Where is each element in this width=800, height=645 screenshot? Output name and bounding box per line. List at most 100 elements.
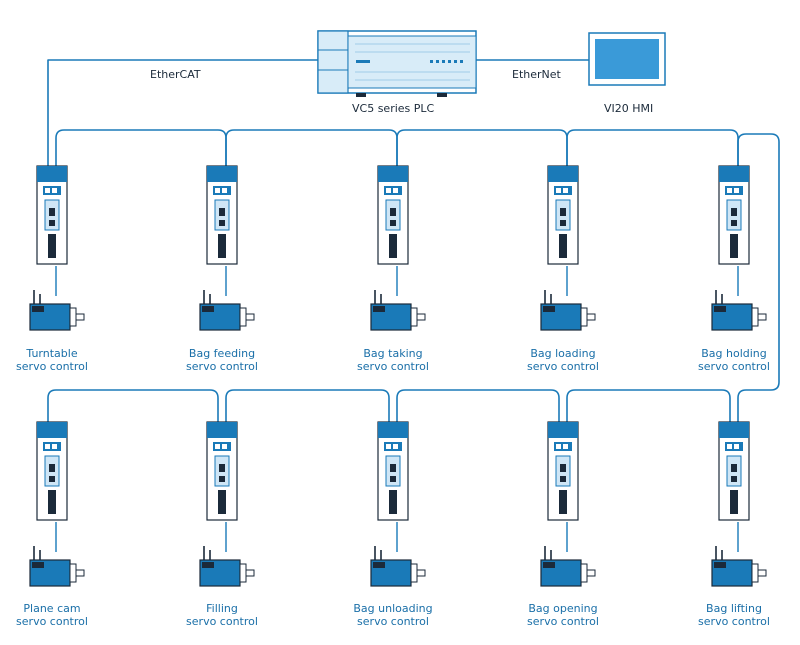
motor-shaft <box>245 569 255 577</box>
drive-port <box>560 476 566 482</box>
motor-connector <box>202 306 214 312</box>
servo-drive <box>36 165 68 265</box>
drive-port <box>390 464 396 472</box>
chain-7-8 <box>225 389 390 422</box>
servo-drive <box>36 421 68 521</box>
drive-display-digit <box>727 188 732 193</box>
servo-caption-line2: servo control <box>16 615 88 628</box>
motor-connector <box>543 306 555 312</box>
servo-drive <box>547 165 579 265</box>
chain-4-5 <box>566 129 739 166</box>
servo-caption-line1: Bag feeding <box>188 347 256 360</box>
servo-drive <box>206 421 238 521</box>
drive-display-digit <box>215 444 220 449</box>
motor-flange <box>580 307 588 327</box>
servo-drive <box>718 165 750 265</box>
servo-motor <box>540 266 596 331</box>
chain-8-9 <box>396 389 560 422</box>
drive-power-terminal <box>48 490 56 514</box>
servo-caption-line2: servo control <box>698 360 770 373</box>
motor-connector <box>32 562 44 568</box>
drive-port <box>390 208 396 216</box>
motor-shaft <box>75 569 85 577</box>
chain-2-3 <box>225 129 398 166</box>
motor-shaft <box>586 569 596 577</box>
drive-power-terminal <box>389 490 397 514</box>
servo-caption-line1: Turntable <box>26 347 78 360</box>
ethercat-uplink <box>47 59 318 166</box>
servo-drives <box>36 165 750 521</box>
drive-port <box>560 208 566 216</box>
drive-port <box>49 464 55 472</box>
motor-shaft <box>416 313 426 321</box>
drive-display-digit <box>52 444 57 449</box>
drive-display-digit <box>563 444 568 449</box>
servo-motor <box>199 266 255 331</box>
drive-power-terminal <box>218 234 226 258</box>
drive-display-digit <box>45 444 50 449</box>
servo-drive <box>718 421 750 521</box>
drive-display-digit <box>222 444 227 449</box>
motor-connector <box>202 562 214 568</box>
drive-display-digit <box>386 188 391 193</box>
motor-flange <box>751 563 759 583</box>
network-wiring <box>47 59 780 422</box>
drive-display-digit <box>222 188 227 193</box>
servo-caption-line1: Bag opening <box>528 602 598 615</box>
drive-port <box>731 208 737 216</box>
servo-motor <box>540 522 596 587</box>
drive-port <box>560 220 566 226</box>
motor-shaft <box>757 313 767 321</box>
servo-drive <box>547 421 579 521</box>
servo-drive <box>206 165 238 265</box>
drive-power-terminal <box>559 490 567 514</box>
drive-port <box>390 476 396 482</box>
chain-9-10 <box>566 389 731 422</box>
servo-motor <box>370 522 426 587</box>
plc-device <box>317 30 477 97</box>
motor-flange <box>580 563 588 583</box>
servo-caption-line2: servo control <box>186 615 258 628</box>
servo-motor <box>711 266 767 331</box>
plc-label: VC5 series PLC <box>352 102 435 115</box>
hmi-device <box>588 32 666 86</box>
motor-shaft <box>586 313 596 321</box>
motor-flange <box>69 563 77 583</box>
drive-power-terminal <box>48 234 56 258</box>
servo-caption-line1: Bag taking <box>363 347 423 360</box>
motor-shaft <box>75 313 85 321</box>
drive-top-panel <box>719 166 749 182</box>
drive-top-panel <box>719 422 749 438</box>
servo-drive <box>377 421 409 521</box>
servo-caption-line2: servo control <box>357 615 429 628</box>
plc-terminal <box>442 60 445 63</box>
drive-port <box>49 220 55 226</box>
drive-power-terminal <box>218 490 226 514</box>
hmi-screen <box>595 39 659 79</box>
drive-display-digit <box>734 188 739 193</box>
plc-foot <box>356 93 366 97</box>
servo-caption-line1: Bag holding <box>701 347 767 360</box>
plc-terminal <box>460 60 463 63</box>
ethercat-label: EtherCAT <box>150 68 201 81</box>
servo-motor <box>370 266 426 331</box>
motor-shaft <box>245 313 255 321</box>
drive-power-terminal <box>730 234 738 258</box>
drive-port <box>390 220 396 226</box>
drive-port <box>731 476 737 482</box>
drive-port <box>219 208 225 216</box>
drive-power-terminal <box>559 234 567 258</box>
chain-3-4 <box>396 129 568 166</box>
servo-motor <box>29 266 85 331</box>
motor-connector <box>373 306 385 312</box>
drive-port <box>219 464 225 472</box>
